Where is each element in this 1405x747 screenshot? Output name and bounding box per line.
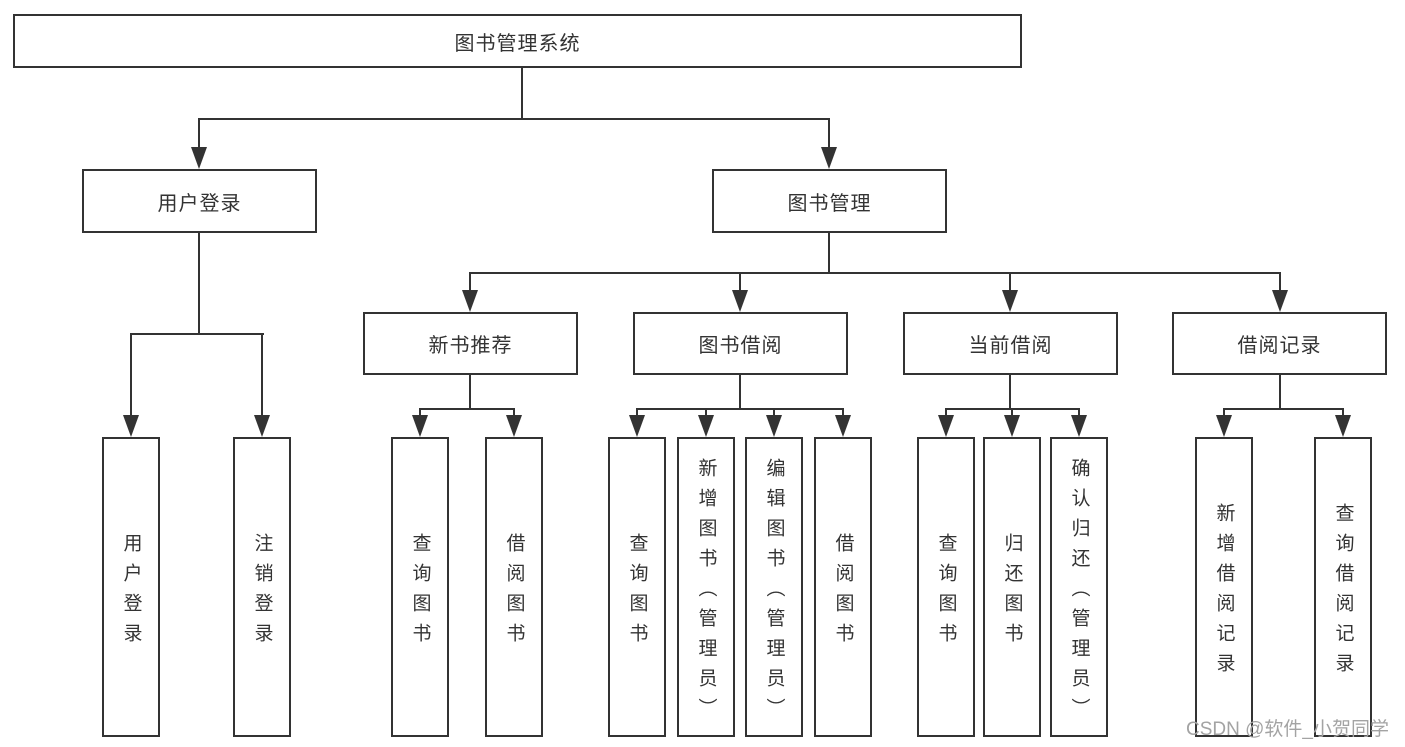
- connector-line: [1009, 272, 1011, 292]
- connector-line: [828, 118, 830, 149]
- leaf-edit-book-admin: 编辑图书（管理员）: [745, 437, 803, 737]
- connector-line: [1223, 408, 1344, 410]
- connector-line: [419, 408, 515, 410]
- connector-line: [828, 231, 830, 273]
- arrowhead-down-icon: [1002, 290, 1018, 312]
- arrowhead-down-icon: [938, 415, 954, 437]
- arrowhead-down-icon: [462, 290, 478, 312]
- arrowhead-down-icon: [191, 147, 207, 169]
- connector-line: [198, 231, 200, 334]
- connector-line: [198, 118, 830, 120]
- connector-line: [1011, 408, 1013, 418]
- leaf-query-books-borrowing: 查询图书: [608, 437, 666, 737]
- node-book-borrowing: 图书借阅: [633, 312, 848, 375]
- leaf-borrow-books-recommend: 借阅图书: [485, 437, 543, 737]
- connector-line: [945, 408, 947, 418]
- connector-line: [636, 408, 638, 418]
- arrowhead-down-icon: [732, 290, 748, 312]
- leaf-query-books-recommend: 查询图书: [391, 437, 449, 737]
- leaf-user-login: 用户登录: [102, 437, 160, 737]
- leaf-borrow-books-borrowing: 借阅图书: [814, 437, 872, 737]
- connector-line: [1279, 272, 1281, 292]
- connector-line: [1223, 408, 1225, 418]
- leaf-query-books-current: 查询图书: [917, 437, 975, 737]
- connector-line: [469, 272, 471, 292]
- connector-line: [739, 272, 741, 292]
- connector-line: [261, 333, 263, 417]
- connector-line: [842, 408, 844, 418]
- arrowhead-down-icon: [1216, 415, 1232, 437]
- connector-line: [773, 408, 775, 418]
- arrowhead-down-icon: [821, 147, 837, 169]
- node-user-login: 用户登录: [82, 169, 317, 233]
- arrowhead-down-icon: [1272, 290, 1288, 312]
- arrowhead-down-icon: [412, 415, 428, 437]
- connector-line: [521, 68, 523, 119]
- leaf-return-books: 归还图书: [983, 437, 1041, 737]
- arrowhead-down-icon: [1004, 415, 1020, 437]
- leaf-confirm-return-admin: 确认归还（管理员）: [1050, 437, 1108, 737]
- connector-line: [1078, 408, 1080, 418]
- connector-line: [705, 408, 707, 418]
- watermark-text: CSDN @软件_小贺同学: [1186, 719, 1389, 740]
- leaf-logout: 注销登录: [233, 437, 291, 737]
- leaf-add-borrow-record: 新增借阅记录: [1195, 437, 1253, 737]
- arrowhead-down-icon: [698, 415, 714, 437]
- connector-line: [1009, 373, 1011, 410]
- arrowhead-down-icon: [123, 415, 139, 437]
- node-book-management: 图书管理: [712, 169, 947, 233]
- arrowhead-down-icon: [1071, 415, 1087, 437]
- connector-line: [1342, 408, 1344, 418]
- arrowhead-down-icon: [506, 415, 522, 437]
- arrowhead-down-icon: [1335, 415, 1351, 437]
- node-new-book-recommendation: 新书推荐: [363, 312, 578, 375]
- connector-line: [513, 408, 515, 418]
- connector-line: [469, 272, 1281, 274]
- node-root: 图书管理系统: [13, 14, 1022, 68]
- arrowhead-down-icon: [629, 415, 645, 437]
- leaf-query-borrow-record: 查询借阅记录: [1314, 437, 1372, 737]
- connector-line: [419, 408, 421, 418]
- connector-line: [469, 373, 471, 410]
- connector-line: [130, 333, 132, 417]
- connector-line: [739, 373, 741, 410]
- node-current-borrowing: 当前借阅: [903, 312, 1118, 375]
- arrowhead-down-icon: [766, 415, 782, 437]
- connector-line: [198, 118, 200, 149]
- connector-line: [130, 333, 264, 335]
- node-borrowing-records: 借阅记录: [1172, 312, 1387, 375]
- arrowhead-down-icon: [835, 415, 851, 437]
- connector-line: [1279, 373, 1281, 410]
- connector-line: [636, 408, 844, 410]
- leaf-add-book-admin: 新增图书（管理员）: [677, 437, 735, 737]
- arrowhead-down-icon: [254, 415, 270, 437]
